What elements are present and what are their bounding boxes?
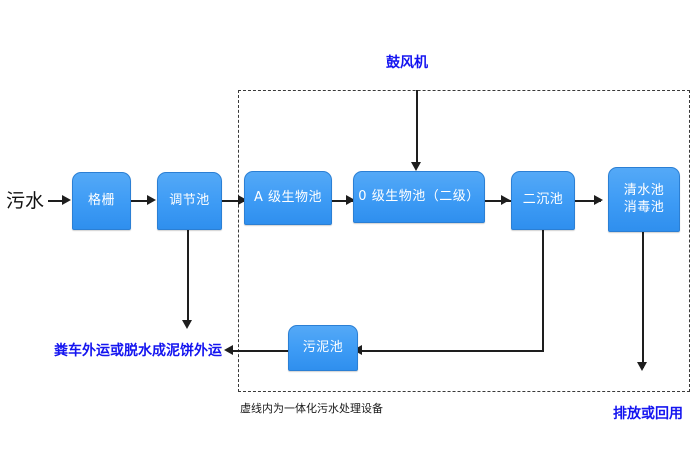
- integrated-equipment-boundary: [238, 90, 690, 392]
- connector-equalization-to-disposal: [187, 230, 189, 325]
- sludge-disposal-label: 粪车外运或脱水成泥饼外运: [54, 343, 222, 359]
- connector-clarifier-to-clearwater: [575, 200, 601, 202]
- connector-sludge-to-disposal-arrowhead: [224, 345, 233, 355]
- node-o-stage-bioreactor[interactable]: 0 级生物池（二级）: [353, 171, 485, 223]
- influent-label: 污水: [6, 190, 45, 212]
- connector-influent-to-grille: [48, 200, 66, 202]
- connector-clarifier-sludge-down: [542, 230, 544, 352]
- connector-equalization-to-a-stage-arrowhead: [238, 195, 247, 205]
- connector-a-stage-to-o-stage-arrowhead: [346, 195, 355, 205]
- discharge-reuse-label: 排放或回用: [613, 406, 683, 422]
- node-clearwater-disinfection-tank[interactable]: 清水池 消毒池: [608, 167, 680, 232]
- connector-o-stage-to-clarifier: [485, 200, 511, 202]
- connector-equalization-to-a-stage: [222, 200, 244, 202]
- connector-grille-to-equalization: [131, 200, 151, 202]
- node-a-stage-bioreactor[interactable]: A 级生物池: [244, 171, 332, 225]
- connector-sludge-to-disposal: [232, 350, 288, 352]
- connector-influent-to-grille-arrowhead: [62, 195, 71, 205]
- connector-equalization-to-disposal-arrowhead: [182, 320, 192, 329]
- node-equalization-tank[interactable]: 调节池: [157, 172, 222, 230]
- blower-feed-arrowhead: [411, 162, 421, 171]
- blower-feed-line: [416, 90, 418, 164]
- blower-label: 鼓风机: [386, 55, 428, 71]
- connector-o-stage-to-clarifier-arrowhead: [501, 195, 510, 205]
- connector-clearwater-to-discharge: [642, 232, 644, 368]
- node-secondary-clarifier[interactable]: 二沉池: [511, 171, 575, 230]
- node-sludge-tank[interactable]: 污泥池: [288, 325, 358, 371]
- connector-a-stage-to-o-stage: [332, 200, 356, 202]
- connector-clarifier-to-clearwater-arrowhead: [594, 195, 603, 205]
- enclosure-caption: 虚线内为一体化污水处理设备: [240, 402, 383, 415]
- connector-clearwater-to-discharge-arrowhead: [637, 362, 647, 371]
- connector-grille-to-equalization-arrowhead: [147, 195, 156, 205]
- node-grille[interactable]: 格栅: [72, 172, 131, 230]
- connector-clarifier-sludge-left: [360, 350, 544, 352]
